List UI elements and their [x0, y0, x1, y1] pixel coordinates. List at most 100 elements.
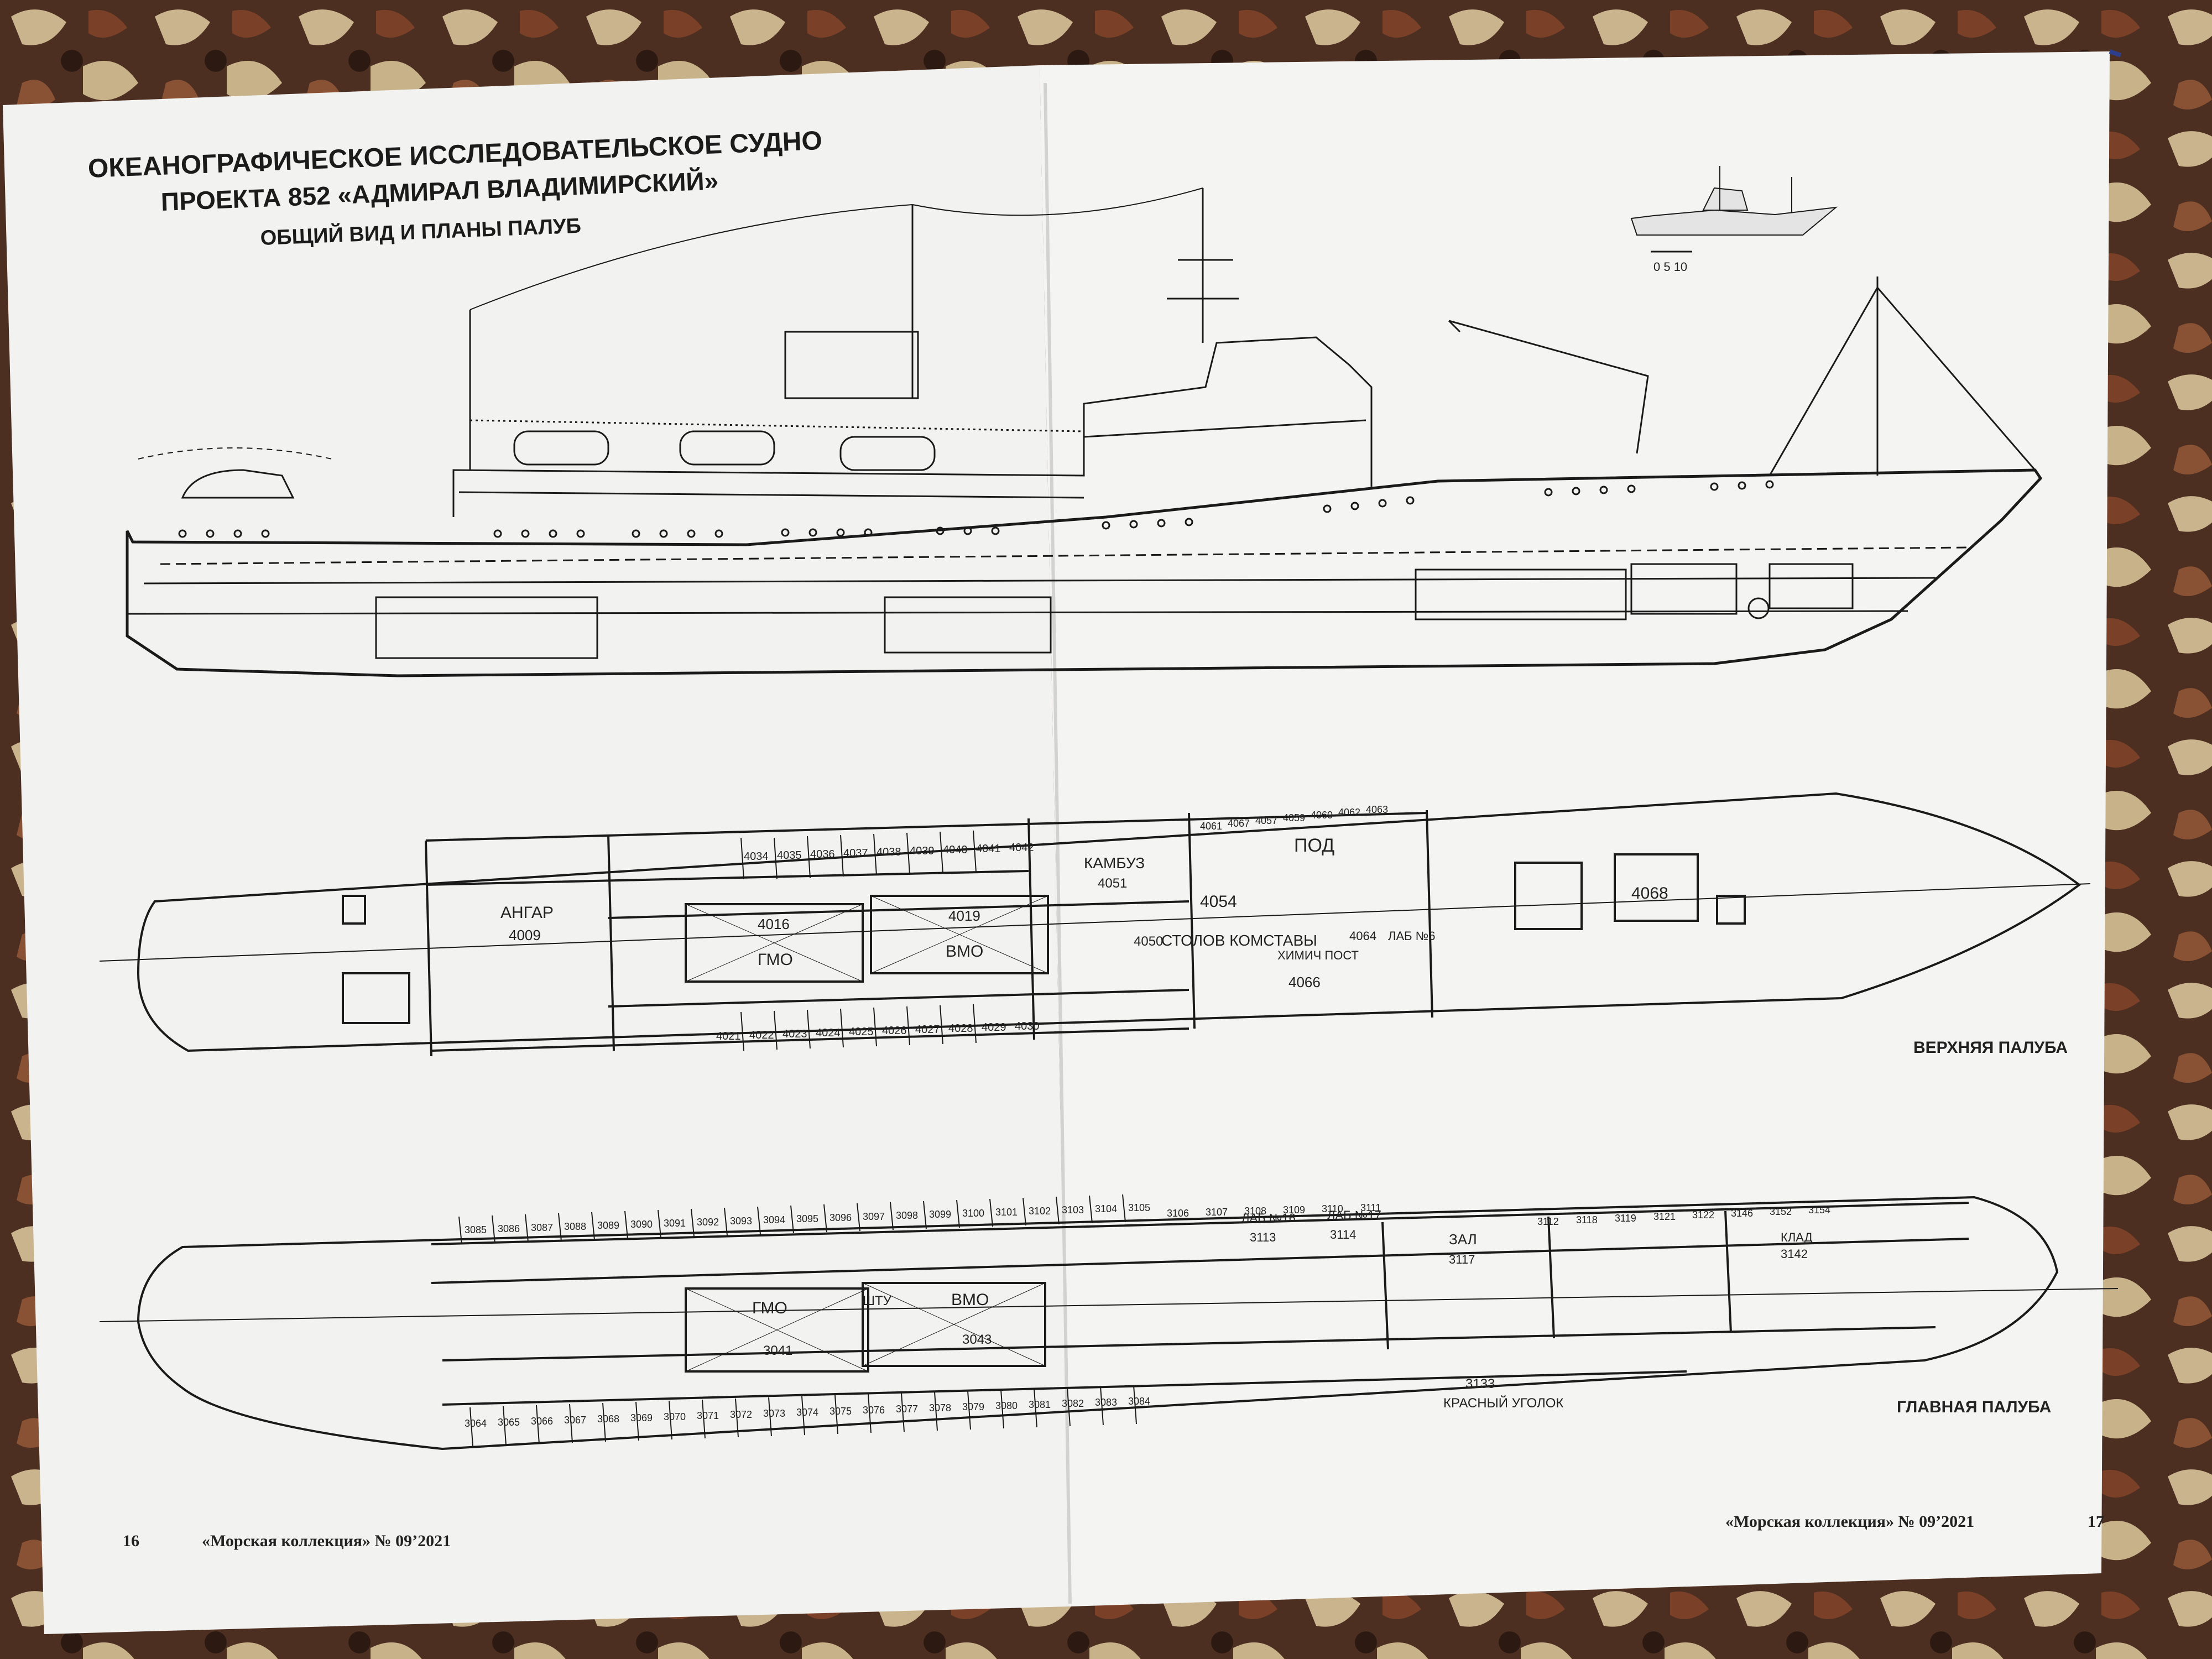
room-number: 3085 — [465, 1224, 487, 1235]
upper-pod-label: ПОД — [1294, 835, 1334, 856]
main-corner-label: КРАСНЫЙ УГОЛОК — [1443, 1395, 1563, 1411]
upper-gmo-label: ГМО — [758, 951, 793, 969]
upper-hangar-label: АНГАР — [500, 904, 554, 922]
room-number: 4029 — [982, 1021, 1006, 1034]
room-number: 3102 — [1029, 1206, 1051, 1217]
room-number: 3101 — [995, 1207, 1018, 1218]
room-number: 3080 — [995, 1400, 1018, 1411]
upper-vmo-number: 4019 — [948, 907, 980, 924]
superstructure — [452, 336, 1373, 517]
room-number: 3075 — [830, 1406, 852, 1417]
room-number: 4026 — [882, 1025, 907, 1037]
room-number: 3078 — [929, 1402, 951, 1413]
main-deck-label: ГЛАВНАЯ ПАЛУБА — [1897, 1398, 2052, 1416]
room-number: 3097 — [863, 1211, 885, 1222]
main-stores-number: 3142 — [1781, 1247, 1808, 1261]
main-deck-outline — [137, 1196, 2059, 1451]
upper-lab-number: 4064 — [1349, 929, 1376, 943]
room-number: 3093 — [730, 1215, 752, 1227]
room-number: 4024 — [816, 1027, 841, 1039]
room-number: 3084 — [1128, 1396, 1150, 1407]
upper-vmo-label: ВМО — [946, 942, 983, 961]
main-stores-label: КЛАД — [1781, 1230, 1813, 1244]
room-number: 3103 — [1062, 1204, 1084, 1215]
room-number: 4039 — [910, 845, 935, 857]
room-number: 3108 — [1244, 1206, 1266, 1217]
room-number: 3095 — [796, 1213, 818, 1224]
upper-mess-sub: 4050 — [1134, 934, 1163, 949]
main-gmo-label: ГМО — [752, 1299, 787, 1317]
upper-gmo-number: 4016 — [758, 916, 790, 932]
room-number: 3154 — [1808, 1204, 1830, 1215]
room-number: 4060 — [1311, 810, 1333, 821]
ship-profile — [126, 187, 2043, 677]
room-number: 3107 — [1206, 1207, 1228, 1218]
room-number: 3111 — [1360, 1202, 1381, 1213]
room-number: 3100 — [962, 1208, 984, 1219]
room-number: 3066 — [531, 1416, 553, 1427]
room-number: 3079 — [962, 1401, 984, 1412]
room-number: 3094 — [763, 1214, 785, 1225]
room-number: 4057 — [1255, 815, 1277, 826]
scale-label: 0 5 10 — [1653, 260, 1687, 274]
main-corner-number: 3133 — [1465, 1376, 1495, 1391]
main-hall-label: ЗАЛ — [1449, 1231, 1477, 1248]
lifeboat — [839, 436, 936, 471]
room-number: 4027 — [915, 1024, 940, 1036]
room-number: 4025 — [849, 1026, 874, 1038]
room-number: 3069 — [630, 1412, 653, 1423]
upper-mess-number: 4054 — [1200, 893, 1237, 911]
main-hall-number: 3117 — [1449, 1253, 1475, 1266]
room-number: 3104 — [1095, 1203, 1117, 1214]
room-number: 4035 — [777, 849, 802, 862]
main-lab16-number: 3113 — [1250, 1230, 1276, 1244]
room-number: 4067 — [1228, 818, 1250, 829]
main-shtu-label: ШТУ — [863, 1293, 892, 1308]
portholes — [178, 480, 1774, 538]
room-number: 4034 — [744, 851, 769, 863]
upper-hatch-number: 4068 — [1631, 884, 1668, 902]
room-number: 3067 — [564, 1415, 586, 1426]
room-number: 3077 — [896, 1404, 918, 1415]
room-number: 3076 — [863, 1405, 885, 1416]
room-number: 4042 — [1009, 842, 1034, 854]
room-number: 3105 — [1128, 1202, 1150, 1213]
upper-galley-label: КАМБУЗ — [1084, 854, 1145, 872]
room-number: 3070 — [664, 1411, 686, 1422]
room-number: 3071 — [697, 1410, 719, 1421]
room-number: 3110 — [1322, 1203, 1343, 1214]
lifeboat — [513, 430, 609, 466]
room-number: 3072 — [730, 1409, 752, 1420]
upper-deck-outline — [137, 792, 2081, 1052]
room-number: 3098 — [896, 1210, 918, 1221]
upper-chem-label: ХИМИЧ ПОСТ — [1277, 948, 1359, 962]
room-number: 4059 — [1283, 812, 1305, 823]
room-number: 4022 — [749, 1029, 774, 1041]
room-number: 3065 — [498, 1417, 520, 1428]
room-number: 4063 — [1366, 804, 1388, 815]
lifeboat — [679, 430, 775, 466]
room-number: 3074 — [796, 1407, 818, 1418]
main-gmo-number: 3041 — [763, 1343, 792, 1358]
main-lab17-label: ЛАБ №17 — [1327, 1208, 1381, 1222]
main-deck-plan — [99, 1194, 2119, 1451]
upper-galley-number: 4051 — [1098, 876, 1127, 891]
main-vmo-label: ВМО — [951, 1291, 989, 1309]
room-number: 3081 — [1029, 1399, 1051, 1410]
room-number: 3112 — [1537, 1216, 1559, 1227]
room-number: 3109 — [1283, 1204, 1305, 1215]
left-magazine-credit: «Морская коллекция» № 09’2021 — [202, 1532, 451, 1550]
room-number: 3099 — [929, 1209, 951, 1220]
room-number: 4023 — [782, 1028, 807, 1040]
room-number: 4041 — [976, 843, 1001, 855]
room-number: 3082 — [1062, 1398, 1084, 1409]
crane — [1448, 320, 1649, 454]
left-page-number: 16 — [123, 1532, 139, 1550]
room-number: 4061 — [1200, 821, 1222, 832]
upper-lab-label: ЛАБ №6 — [1388, 929, 1436, 943]
upper-hangar-number: 4009 — [509, 927, 541, 943]
room-number: 4037 — [843, 847, 868, 859]
upper-deck-label: ВЕРХНЯЯ ПАЛУБА — [1913, 1039, 2068, 1057]
room-number: 3121 — [1653, 1211, 1676, 1222]
